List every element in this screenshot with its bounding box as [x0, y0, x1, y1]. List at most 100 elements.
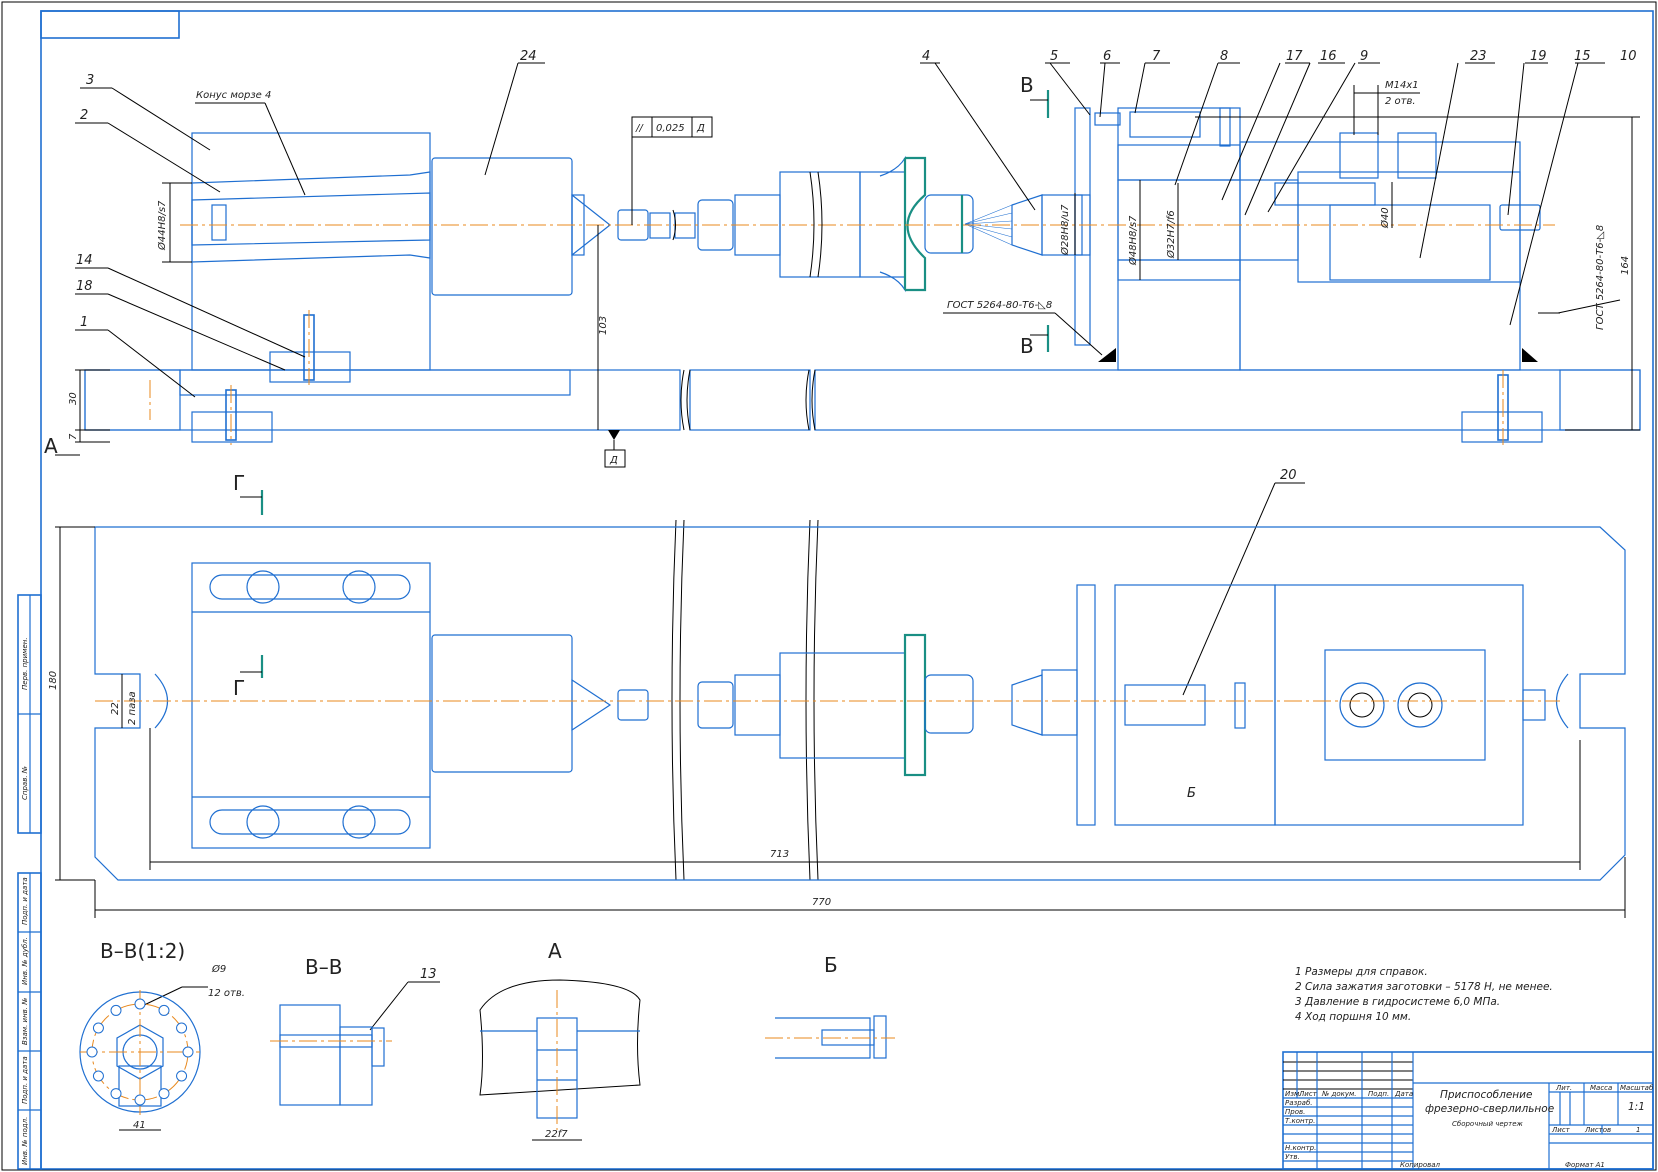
sheets-label: Листов [1584, 1126, 1611, 1134]
dim-7: 7 [68, 433, 79, 440]
cylinder-sleeve [1117, 144, 1241, 181]
tb-role: Н.контр. [1285, 1144, 1316, 1152]
valve-block-top [1324, 649, 1486, 761]
stamp-cell: Перв. примен. [21, 637, 29, 690]
tb-role: Т.контр. [1285, 1117, 1315, 1125]
copied-by: Копировал [1400, 1161, 1441, 1169]
view-title: Б [824, 953, 838, 977]
part-label: 24 [520, 49, 537, 64]
plunger-20 [1124, 684, 1206, 726]
t-key-right [1461, 411, 1543, 443]
note-2: 2 Сила зажатия заготовки – 5178 Н, не ме… [1295, 981, 1553, 993]
part-label: 20 [1280, 468, 1297, 483]
part-label: 9 [1360, 49, 1368, 64]
section-mark-v-top: В [1020, 73, 1034, 97]
view-b-detail: Б [765, 953, 895, 1059]
tolerance-frame: // 0,025 Д Д [604, 116, 713, 468]
note-4: 4 Ход поршня 10 мм. [1295, 1011, 1411, 1023]
tb-header: № докум. [1321, 1090, 1357, 1098]
port-1 [1339, 682, 1385, 728]
morse-taper-note: Конус морзе 4 [196, 90, 271, 101]
view-mark-a: А [44, 434, 58, 458]
drawing-frame [40, 10, 1654, 1170]
key-18 [269, 351, 351, 383]
stamp-cell: Взам. инв. № [21, 997, 29, 1045]
tb-header: Дата [1394, 1090, 1413, 1098]
tol-datum: Д [696, 123, 705, 134]
tb-role: Утв. [1285, 1153, 1300, 1161]
sheet-label: Лист [1551, 1126, 1571, 1134]
stamp-cell: Подп. и дата [21, 877, 29, 925]
dim-41: 41 [133, 1120, 146, 1131]
valve-block [1297, 171, 1521, 283]
scale-value: 1:1 [1628, 1101, 1645, 1113]
bolt-hole [92, 1070, 104, 1082]
side-stamp: Перв. примен. Справ. № Подп. и дата Инв.… [17, 594, 42, 1170]
bolt-hole [158, 1088, 170, 1100]
scale-label: Масштаб [1620, 1084, 1654, 1092]
part-label: 4 [922, 49, 930, 64]
thread-spec: M14x1 [1385, 80, 1419, 91]
title-block: Изм. Лист № докум. Подп. Дата Разраб. Пр… [1282, 1051, 1654, 1170]
top-stamp [40, 10, 180, 39]
base-plate-right [814, 369, 1641, 431]
stamp-cell: Справ. № [21, 766, 29, 800]
lit-label: Лит. [1555, 1084, 1572, 1092]
fit-44: Ø44H8/s7 [156, 200, 168, 251]
d40: Ø40 [1379, 207, 1391, 229]
dim-22-note: 2 паза [127, 691, 138, 725]
screw-15 [1499, 204, 1541, 231]
tol-symbol: // [635, 123, 644, 134]
part-label: 2 [80, 108, 88, 123]
dim-103: 103 [598, 316, 609, 335]
tb-role: Пров. [1285, 1108, 1305, 1116]
drawing-title-3: Сборочный чертеж [1452, 1120, 1523, 1128]
annotations-front: Конус морзе 4 Ø44H8/s7 Ø28H8/u7 Ø48H8/s7… [44, 73, 1631, 801]
part-label: 23 [1470, 49, 1487, 64]
bolt-hole [158, 1004, 170, 1016]
view-title: А [548, 939, 562, 963]
section-arrows [55, 90, 1050, 678]
fit-32: Ø32H7/f6 [1165, 210, 1177, 259]
part-label: 16 [1320, 49, 1337, 64]
bolt-head [246, 805, 280, 839]
stamp-cell: Инв. № подл. [21, 1117, 29, 1165]
stamp-cell: Инв. № дубл. [21, 937, 29, 985]
tb-header: Изм. [1285, 1090, 1301, 1098]
part-label: 15 [1574, 49, 1591, 64]
part-label: 14 [76, 253, 93, 268]
drawing-title-2: фрезерно-сверлильное [1425, 1103, 1554, 1115]
bolt-hole [110, 1004, 122, 1016]
morse-sleeve [191, 171, 431, 263]
base-plate-left [84, 369, 681, 431]
technical-notes: 1 Размеры для справок. 2 Сила зажатия за… [1295, 966, 1553, 1023]
dimensions-front [75, 85, 1640, 443]
stamp-cell: Подп. и дата [21, 1056, 29, 1104]
tb-header: Лист [1298, 1090, 1318, 1098]
fit-28: Ø28H8/u7 [1059, 204, 1071, 256]
cutter-disk [905, 156, 927, 292]
dimensions-top [55, 526, 1626, 918]
section-mark-g-top: Г [233, 471, 245, 495]
view-a-detail: А 22f7 [479, 939, 641, 1141]
part-label: 7 [1152, 49, 1161, 64]
part-label: 19 [1530, 49, 1547, 64]
top-plan-view [94, 526, 1626, 881]
base-plate-mid [689, 369, 811, 431]
bolt-head [246, 570, 280, 604]
bolt-hole [110, 1088, 122, 1100]
part-label: 10 [1620, 49, 1637, 64]
section-v: В–В [270, 955, 392, 1106]
chuck-nut [924, 194, 974, 254]
bolt-hole [176, 1022, 188, 1034]
dim-180: 180 [48, 671, 59, 690]
front-section-view [84, 107, 1641, 445]
bolt-hole [86, 1046, 98, 1058]
mass-label: Масса [1590, 1084, 1612, 1092]
weld-note-right: ГОСТ 5264-80-Т6-◺8 [1595, 225, 1606, 330]
hole-qty: 12 отв. [208, 988, 245, 999]
bolt-holes [86, 998, 194, 1106]
fitting-1 [1339, 132, 1379, 179]
view-title: В–В [305, 955, 342, 979]
